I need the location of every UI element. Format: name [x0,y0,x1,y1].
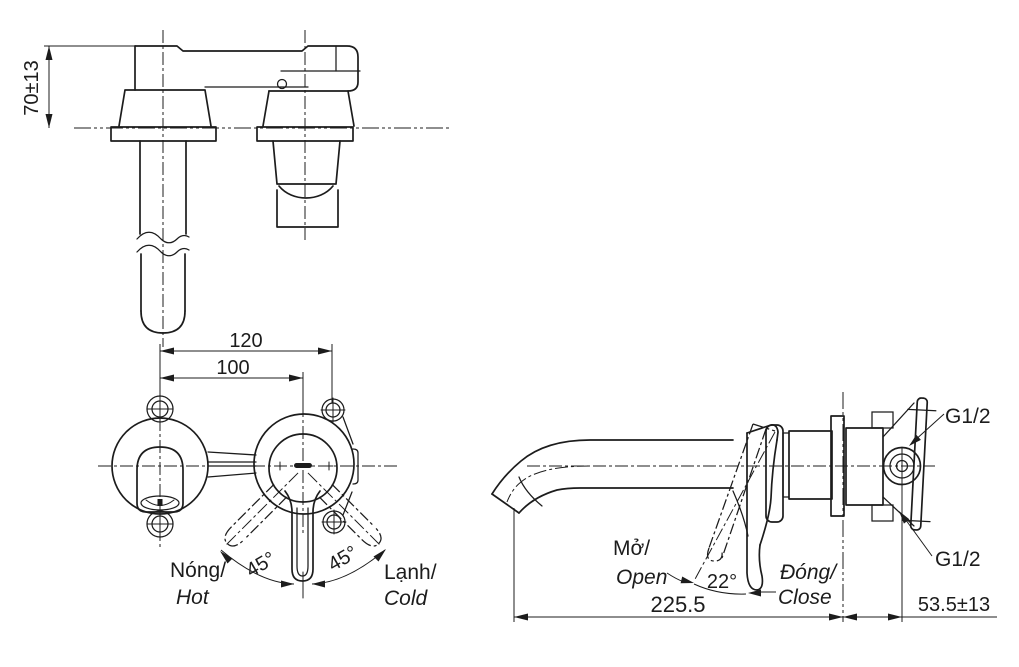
top-view-body [110,45,361,142]
label-hot-vi: Nóng/ [170,559,226,582]
screw-top-left [146,395,174,423]
front-lever-closed [284,490,321,582]
dim-mount-holes: 120 100 [159,330,333,412]
front-lever-cold-phantom [307,472,382,547]
front-lever-hot-phantom [224,472,299,547]
label-open-vi: Mở/ [613,537,650,560]
angle-open-label: 22° [707,571,737,593]
annotation-thread-top: G1/2 [909,405,991,446]
annotation-thread-bottom: G1/2 [899,511,981,571]
side-lever-closed [732,424,779,591]
label-open-en: Open [616,566,667,589]
outlet-pin [157,499,163,506]
label-cold-vi: Lạnh/ [384,561,437,584]
screw-top-right [320,397,354,445]
dim-100-label: 100 [216,357,249,379]
top-view-spout-tube [136,140,190,334]
label-close-vi: Đóng/ [780,561,838,584]
front-handle-escutcheon [253,397,359,535]
dim-wall-depth: 53.5±13 [843,594,990,621]
side-spout [491,439,734,514]
handle-set-screw-slot [294,463,312,468]
dim-spout-reach: 225.5 [513,448,997,622]
thread-bottom-label: G1/2 [935,548,981,571]
top-view-valve-stub [272,140,341,228]
thread-top-label: G1/2 [945,405,991,428]
dim-height: 70±13 [21,45,140,128]
dim-spout-reach-label: 225.5 [650,592,705,617]
annotation-open-close: Mở/ Open 22° Đóng/ Close [613,537,838,609]
screw-bottom-left [146,510,174,538]
front-view: 45° 45° Nóng/ Hot Lạnh/ Cold 120 100 [98,330,437,610]
angle-hot-label: 45° [242,548,279,582]
front-connecting-bar [207,451,257,478]
label-cold-en: Cold [384,587,429,610]
dim-120-label: 120 [229,330,262,352]
dim-height-label: 70±13 [21,60,43,115]
side-view: Mở/ Open 22° Đóng/ Close G1/2 G1/2 [491,392,997,622]
label-hot-en: Hot [176,586,210,609]
label-close-en: Close [778,586,832,609]
dim-wall-depth-label: 53.5±13 [918,594,990,616]
side-lever-open-phantom [693,423,776,582]
top-view: 70±13 [21,30,452,347]
